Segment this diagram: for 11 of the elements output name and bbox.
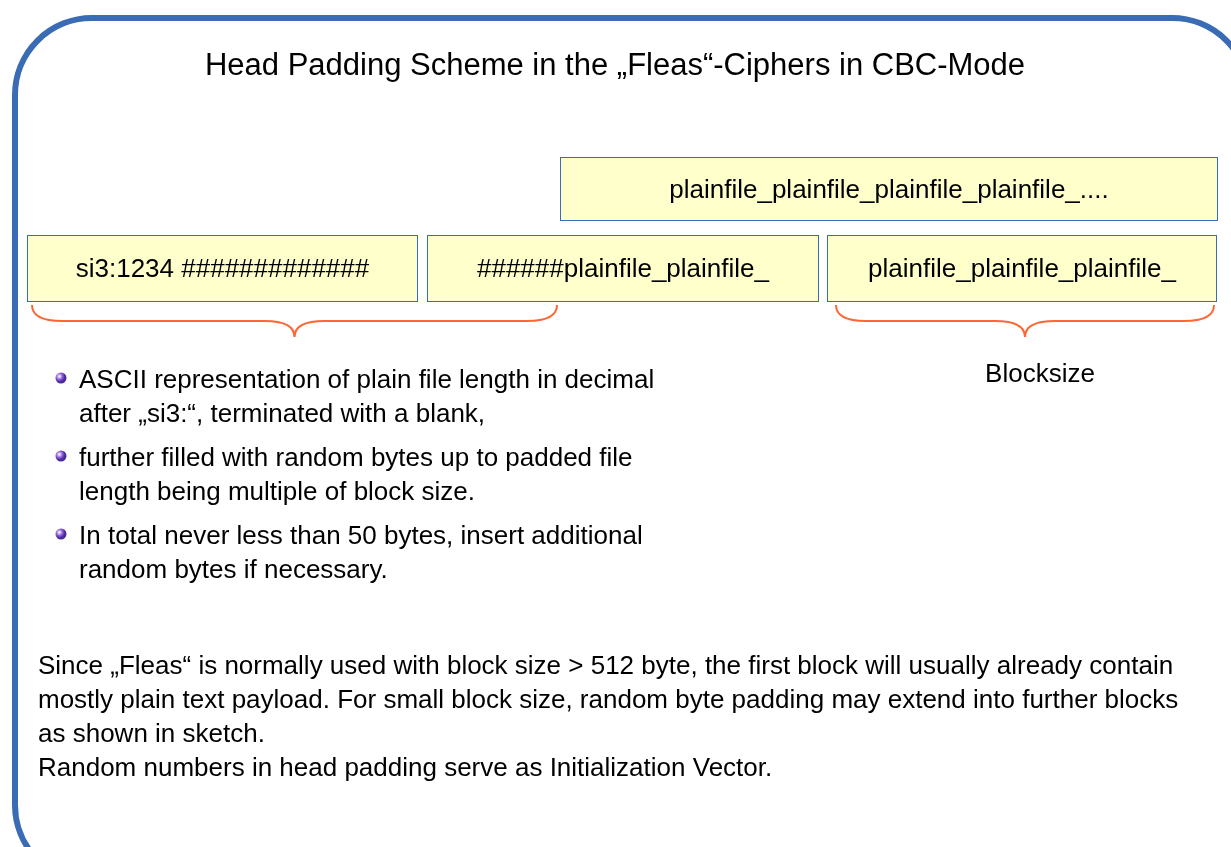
- bullet-text: further filled with random bytes up to padded file length being multiple of block size.: [79, 441, 634, 508]
- note-paragraph: Random numbers in head padding serve as Initialization Vector.: [38, 751, 774, 784]
- title: Head Padding Scheme in the „Fleas“-Ciphers in CBC-Mode: [203, 46, 1027, 84]
- note-paragraph: Since „Fleas“ is normally used with block size > 512 byte, the first block will usually already contain mostly plain text payload. For small block size, random byte padding may extend into further blocks as shown in sketch.: [38, 649, 1180, 750]
- blocksize-label: Blocksize: [984, 357, 1096, 390]
- block-box: si3:1234 #############: [27, 235, 418, 302]
- bullet-text: ASCII representation of plain file length in decimal after „si3:“, terminated with a blank,: [79, 363, 656, 430]
- block-box: plainfile_plainfile_plainfile_plainfile_....: [560, 157, 1218, 221]
- bullet-text: In total never less than 50 bytes, insert additional random bytes if necessary.: [79, 519, 644, 586]
- block-box: ######plainfile_plainfile_: [427, 235, 819, 302]
- block-box: plainfile_plainfile_plainfile_: [827, 235, 1217, 302]
